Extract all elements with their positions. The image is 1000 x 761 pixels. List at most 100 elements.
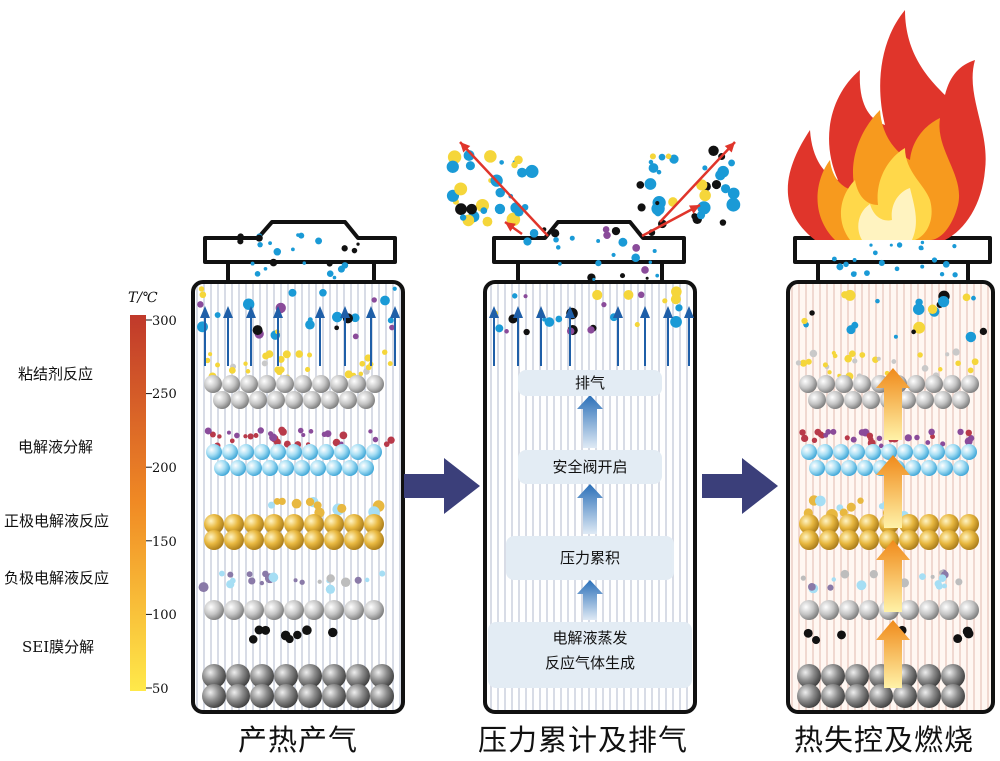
process-step-arrow [577,484,603,534]
tick-label-250: 250 [152,387,177,402]
anode-particle [827,584,834,591]
step-evaporation-gas: 电解液蒸发 反应气体生成 [488,622,692,688]
electrolyte-dot [844,435,850,441]
gas-particle [937,296,950,308]
vented-gas-particle [480,207,488,214]
binder-particle [215,362,221,368]
gas-flow-arrowhead [640,306,650,318]
vented-gas-particle [511,161,518,169]
cathode-ball [304,530,324,550]
anode-particle [856,580,867,591]
anode-particle [259,580,265,586]
current-collector-ball [202,684,226,708]
anode-particle [340,577,351,588]
binder-ball [258,375,276,393]
binder-particle [971,358,979,366]
current-collector-ball [298,664,322,688]
electrolyte-dot [372,436,379,443]
cell-3-heat-arrows [876,368,910,688]
gas-flow-arrowhead [223,306,233,318]
vented-gas-particle [465,161,475,171]
gas-particle [512,293,518,299]
gas-particle [662,298,668,304]
anode-ball [204,600,224,620]
gas-flow-arrowhead [613,306,623,318]
anode-particle [198,582,209,593]
vent-red-arrows [459,141,736,238]
gas-particle [592,289,603,301]
gas-flow-arrowhead [273,306,283,318]
gas-particle [603,231,611,240]
gas-particle [387,317,394,324]
electrolyte-ball [334,444,350,460]
electrolyte-ball [278,460,294,476]
gas-particle [878,259,885,266]
gas-particle [389,324,395,331]
binder-ball [357,391,375,409]
reaction-electrolyte-decomposition: 电解液分解 [18,438,94,456]
gas-particle [846,325,856,335]
gas-particle [268,241,272,246]
gas-particle [569,235,575,241]
electrolyte-dot [234,432,240,439]
gas-flow-arrowhead [663,306,673,318]
current-collector-ball [322,684,346,708]
gas-flow-arrowhead [315,306,325,318]
vented-gas-particle [699,189,711,202]
vented-gas-particle [644,178,657,190]
binder-particle [359,360,366,367]
gas-particle [602,226,610,233]
cathode-ball [344,514,364,534]
electrolyte-ball [326,460,342,476]
tick-label-300: 300 [152,314,177,329]
gas-particle [592,277,596,281]
temperature-scale [130,315,152,691]
anode-particle [246,571,253,578]
cathode-particle [305,497,315,507]
binder-ball [862,391,880,409]
gas-particle [931,257,938,263]
electrolyte-dot [801,434,809,443]
cathode-ball [284,530,304,550]
gas-particle [356,242,360,246]
cathode-ball [959,514,979,534]
cathode-ball [344,530,364,550]
gas-particle [351,247,358,254]
vented-gas-particle [728,159,735,167]
gas-particle [555,315,563,323]
gas-particle [555,245,561,250]
electrolyte-ball [961,444,977,460]
current-collector-ball [821,684,845,708]
current-collector-ball [250,664,274,688]
gas-particle [962,293,971,302]
binder-ball [844,391,862,409]
gas-flow-arrowhead [489,306,499,318]
gas-particle [655,273,660,278]
anode-ball [244,600,264,620]
gas-particle [645,276,649,280]
vented-gas-particle [726,197,741,212]
gas-particle [836,263,844,271]
cathode-ball [899,514,919,534]
electrolyte-ball [905,460,921,476]
vented-gas-particle [514,155,523,165]
gas-particle [671,286,682,298]
gas-flow-arrowhead [366,306,376,318]
sei-dot [962,626,973,637]
cathode-ball [204,530,224,550]
electrolyte-dot [243,434,248,439]
vented-gas-particle [455,203,467,216]
gas-particle [298,232,305,239]
vented-gas-particle [648,163,659,173]
binder-particle [805,358,812,365]
gas-particle [809,310,815,316]
cathode-ball [244,530,264,550]
binder-particle [848,350,856,358]
electrolyte-ball [817,444,833,460]
cathode-ball [859,514,879,534]
vented-gas-particle [495,187,505,198]
vented-gas-particle [658,153,666,161]
binder-particle [265,350,274,358]
vent-arrowhead [460,142,471,153]
electrolyte-dot [332,438,341,447]
